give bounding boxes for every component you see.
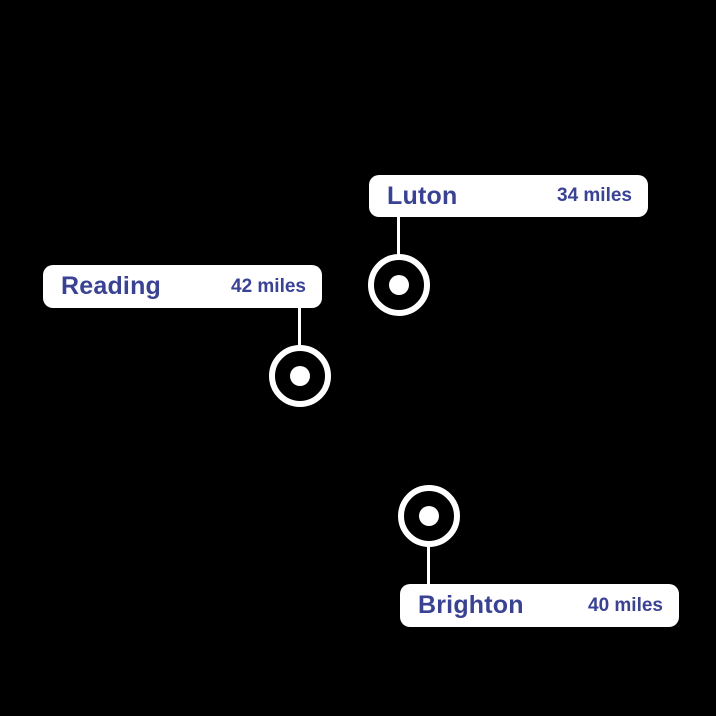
city-label-luton[interactable]: Luton 34 miles [369,175,648,217]
marker-center-dot [419,506,439,526]
connector-line-reading [298,307,301,347]
connector-line-brighton [427,544,430,586]
marker-center-dot [290,366,310,386]
map-marker-luton[interactable] [368,254,430,316]
map-marker-brighton[interactable] [398,485,460,547]
city-name-luton: Luton [387,181,458,210]
connector-line-luton [397,216,400,256]
city-distance-reading: 42 miles [231,275,306,297]
marker-center-dot [389,275,409,295]
city-name-reading: Reading [61,272,162,300]
city-label-reading[interactable]: Reading 42 miles [43,265,322,308]
city-label-brighton[interactable]: Brighton 40 miles [400,584,679,627]
city-distance-luton: 34 miles [557,185,632,206]
map-marker-reading[interactable] [269,345,331,407]
city-distance-brighton: 40 miles [588,594,663,616]
city-name-brighton: Brighton [418,591,524,619]
